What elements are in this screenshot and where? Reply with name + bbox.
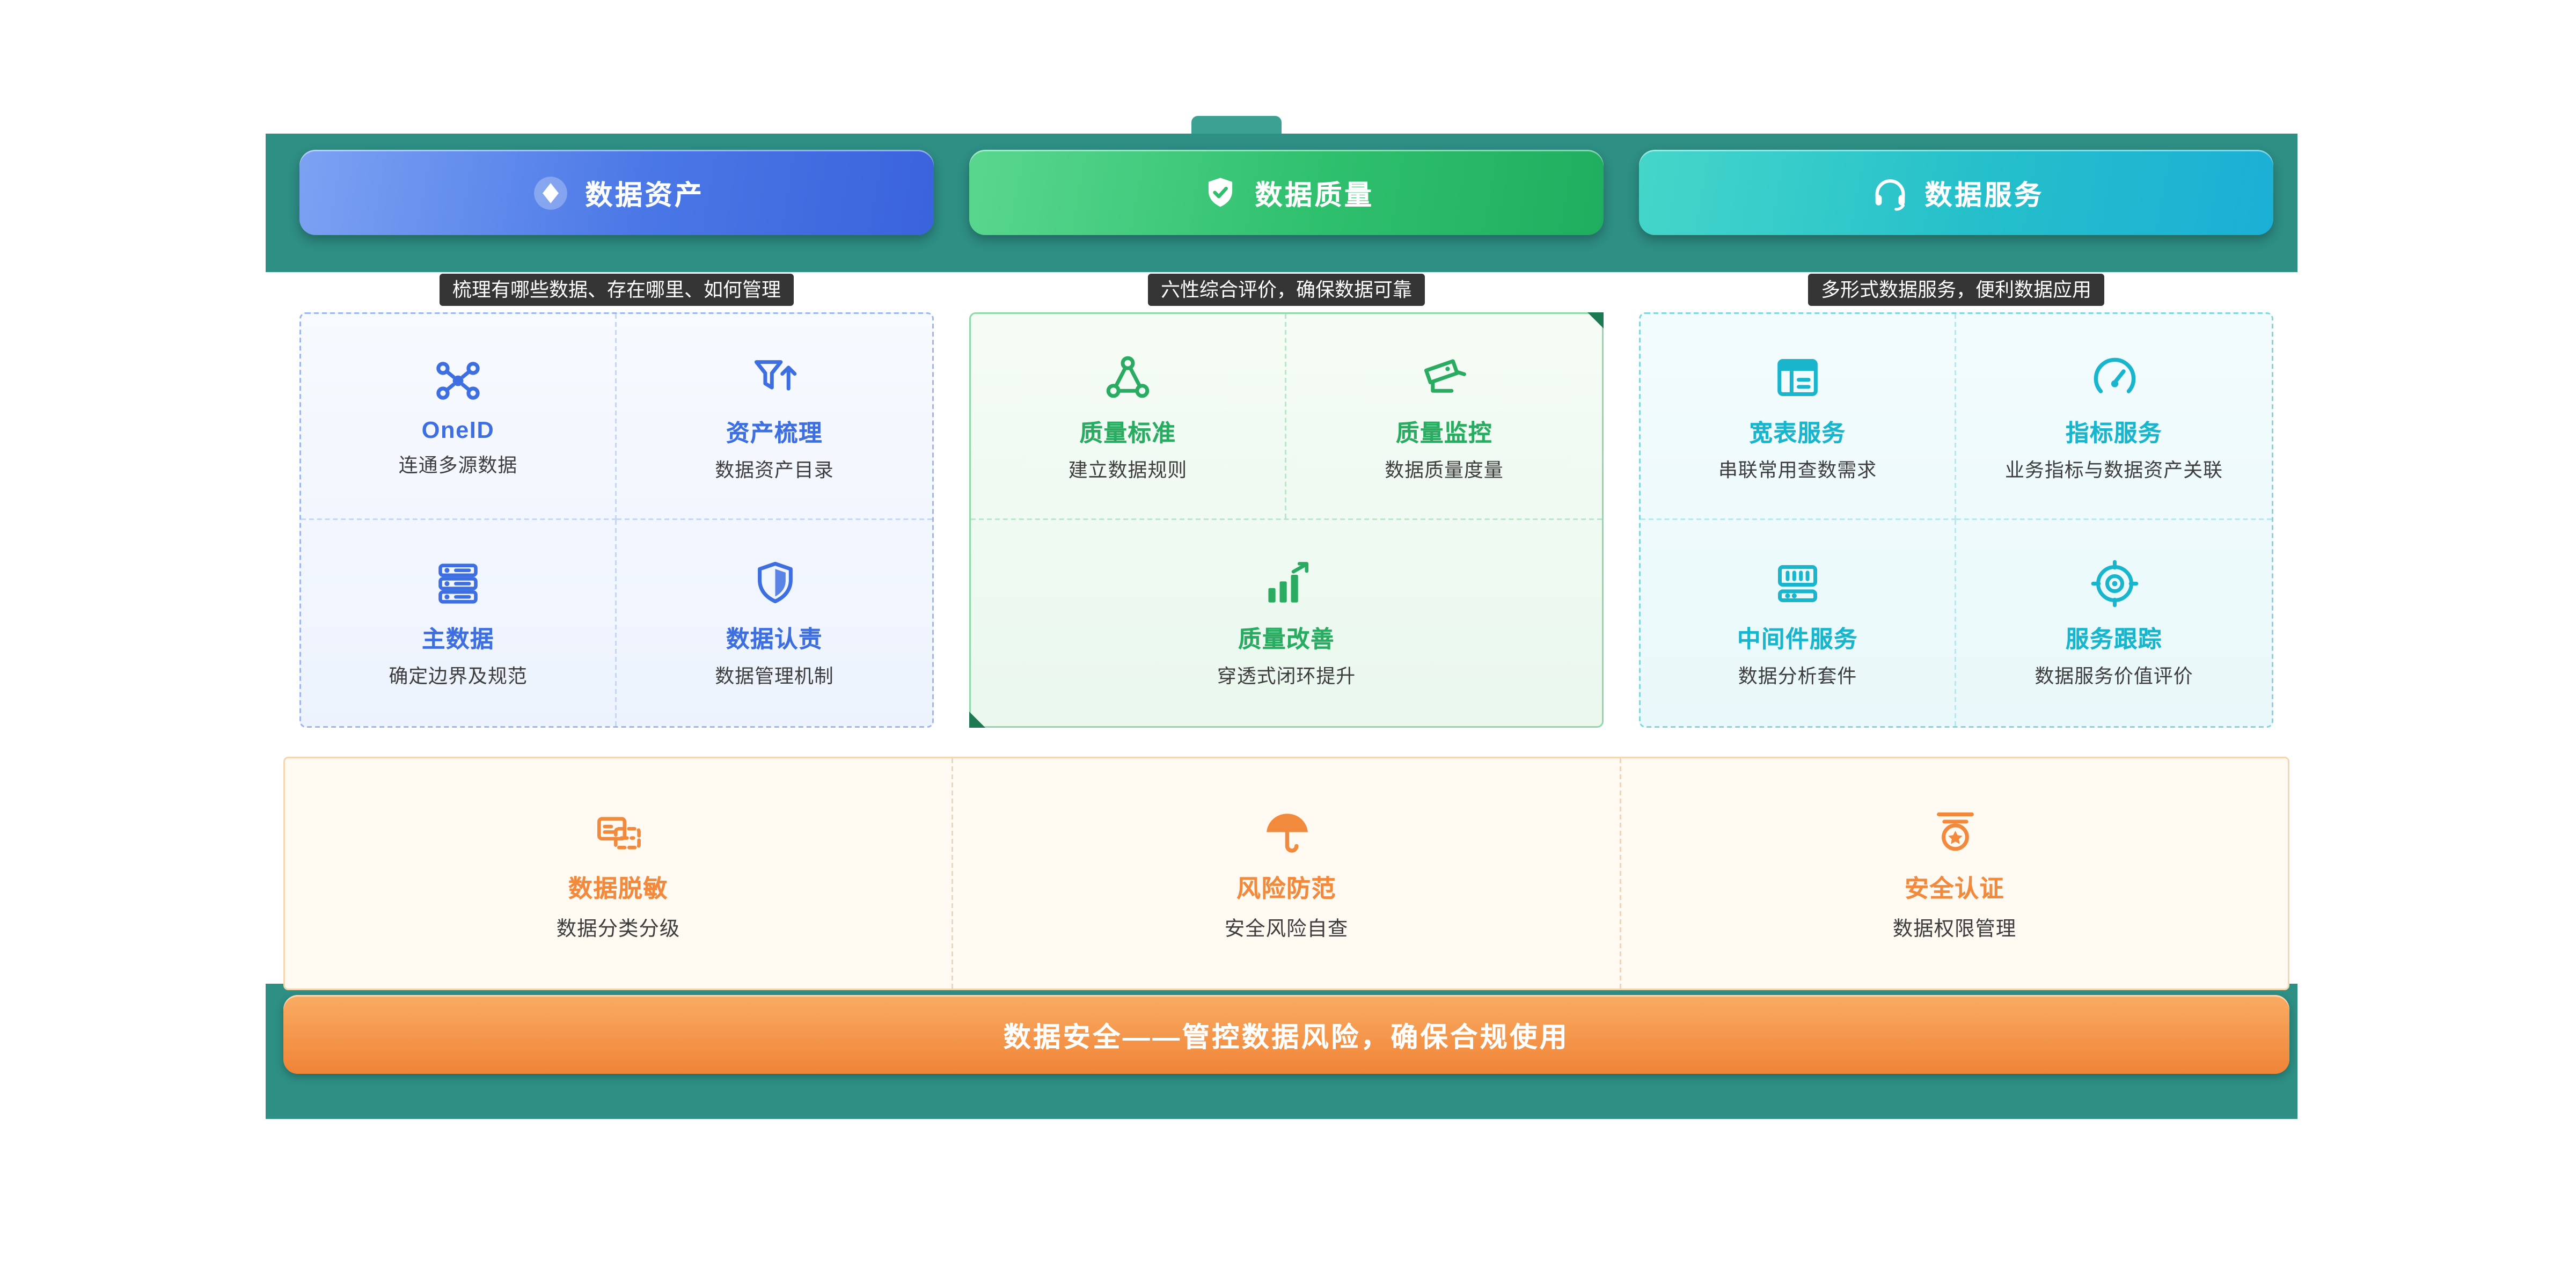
gauge-icon — [2088, 350, 2141, 404]
data-asset-card: OneID 连通多源数据 资产梳理 数据资产目录 主数据 确定边界及规范 — [299, 312, 934, 728]
shield-check-icon — [1199, 172, 1241, 214]
data-security-bar-label: 数据安全——管控数据风险，确保合规使用 — [1003, 1022, 1570, 1053]
feature-desc: 数据权限管理 — [1892, 917, 2017, 940]
feature-desc: 安全风险自查 — [1224, 917, 1349, 940]
feature-title: OneID — [421, 419, 495, 444]
feature-item-quality-standard: 质量标准 建立数据规则 — [971, 314, 1286, 518]
feature-title: 风险防范 — [1236, 875, 1336, 903]
feature-item-asset-sorting: 资产梳理 数据资产目录 — [617, 314, 932, 520]
feature-title: 数据脱敏 — [568, 875, 668, 903]
headset-icon — [1869, 172, 1911, 214]
feature-item-quality-improvement: 质量改善 穿透式闭环提升 — [971, 520, 1602, 726]
data-service-card: 宽表服务 串联常用查数需求 指标服务 业务指标与数据资产关联 中间件服务 数据分… — [1639, 312, 2273, 728]
pillar-label: 数据资产 — [585, 180, 705, 211]
corner-accent — [969, 712, 985, 728]
feature-item-service-tracking: 服务跟踪 数据服务价值评价 — [1956, 520, 2272, 726]
diamond-icon — [529, 172, 571, 214]
data-security-panel: 数据脱敏 数据分类分级 风险防范 安全风险自查 安全认证 数据权限管理 — [283, 757, 2289, 990]
pillar-button-data-asset[interactable]: 数据资产 — [299, 150, 934, 235]
feature-title: 数据认责 — [726, 628, 823, 654]
node-graph-icon — [1101, 350, 1154, 404]
feature-desc: 数据资产目录 — [715, 458, 834, 481]
feature-title: 主数据 — [422, 628, 494, 654]
feature-desc: 确定边界及规范 — [389, 665, 528, 687]
feature-title: 服务跟踪 — [2066, 628, 2162, 654]
feature-title: 安全认证 — [1904, 875, 2004, 903]
data-quality-card: 质量标准 建立数据规则 质量监控 数据质量度量 质量改善 穿透式闭环提升 — [969, 312, 1604, 728]
data-security-bar: 数据安全——管控数据风险，确保合规使用 — [283, 995, 2289, 1074]
feature-desc: 数据分析套件 — [1738, 665, 1857, 687]
corner-accent — [1587, 312, 1604, 328]
feature-title: 质量标准 — [1079, 421, 1176, 447]
feature-title: 指标服务 — [2066, 421, 2162, 447]
feature-item-middleware-service: 中间件服务 数据分析套件 — [1641, 520, 1956, 726]
feature-desc: 连通多源数据 — [398, 454, 518, 477]
pillar-button-data-service[interactable]: 数据服务 — [1639, 150, 2273, 235]
feature-desc: 数据质量度量 — [1385, 458, 1504, 481]
cctv-camera-icon — [1418, 350, 1471, 404]
feature-desc: 数据管理机制 — [715, 665, 834, 687]
feature-title: 中间件服务 — [1737, 628, 1858, 654]
feature-item-security-certification: 安全认证 数据权限管理 — [1621, 758, 2288, 989]
certificate-badge-icon — [1928, 806, 1981, 859]
target-icon — [2088, 557, 2141, 610]
feature-item-data-accountability: 数据认责 数据管理机制 — [617, 520, 932, 726]
feature-item-data-masking: 数据脱敏 数据分类分级 — [285, 758, 953, 989]
server-stack-icon — [431, 557, 485, 610]
feature-desc: 穿透式闭环提升 — [1217, 665, 1356, 687]
feature-item-master-data: 主数据 确定边界及规范 — [301, 520, 617, 726]
table-icon — [1771, 350, 1824, 404]
masked-card-icon — [592, 806, 645, 859]
feature-desc: 业务指标与数据资产关联 — [2005, 458, 2223, 481]
pillar-subtitle-quality: 六性综合评价，确保数据可靠 — [969, 274, 1604, 306]
pillar-label: 数据服务 — [1924, 180, 2044, 211]
pillar-button-data-quality[interactable]: 数据质量 — [969, 150, 1604, 235]
feature-item-risk-prevention: 风险防范 安全风险自查 — [953, 758, 1621, 989]
umbrella-icon — [1260, 806, 1313, 859]
funnel-arrow-icon — [748, 350, 801, 404]
feature-item-quality-monitoring: 质量监控 数据质量度量 — [1286, 314, 1602, 518]
feature-title: 宽表服务 — [1749, 421, 1846, 447]
feature-item-oneid: OneID 连通多源数据 — [301, 314, 617, 520]
feature-item-metric-service: 指标服务 业务指标与数据资产关联 — [1956, 314, 2272, 520]
middleware-server-icon — [1771, 557, 1824, 610]
feature-desc: 建立数据规则 — [1068, 458, 1188, 481]
feature-desc: 数据服务价值评价 — [2035, 665, 2193, 687]
oneid-network-icon — [431, 354, 485, 407]
rising-chart-icon — [1260, 557, 1313, 610]
feature-title: 资产梳理 — [726, 421, 823, 447]
feature-desc: 串联常用查数需求 — [1718, 458, 1877, 481]
feature-item-wide-table-service: 宽表服务 串联常用查数需求 — [1641, 314, 1956, 520]
feature-desc: 数据分类分级 — [556, 917, 680, 940]
pillar-subtitle-service: 多形式数据服务，便利数据应用 — [1639, 274, 2273, 306]
feature-title: 质量改善 — [1238, 628, 1335, 654]
pillar-label: 数据质量 — [1255, 180, 1374, 211]
feature-title: 质量监控 — [1396, 421, 1492, 447]
pillar-subtitle-asset: 梳理有哪些数据、存在哪里、如何管理 — [299, 274, 934, 306]
shield-icon — [748, 557, 801, 610]
